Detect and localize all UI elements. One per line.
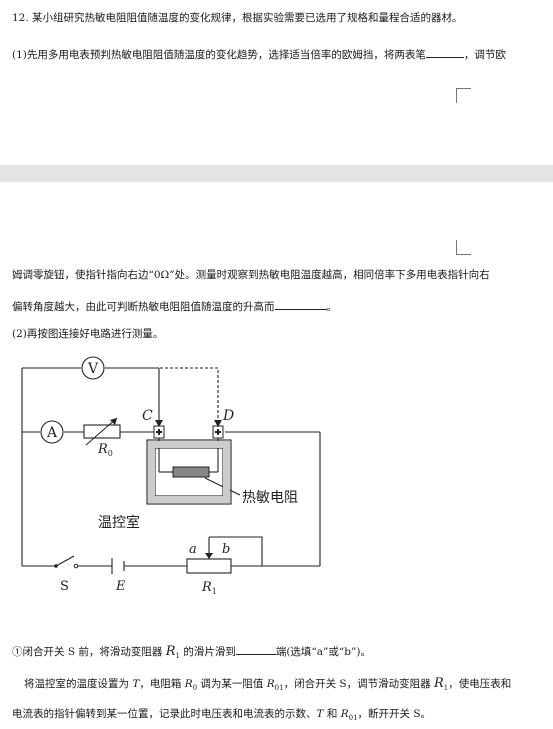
crop-mark-bottom: [456, 240, 471, 255]
voltmeter-label: V: [87, 361, 99, 377]
part1-text-b: ，调节欧: [463, 49, 506, 61]
step2-sub-r01: 01: [274, 684, 284, 693]
step3-line: 电流表的指针偏转到某一位置，记录此时电压表和电流表的示数、T 和 R01，断开开…: [12, 707, 431, 725]
step2-text-c: 调为某一阻值: [197, 678, 267, 690]
step1-sub: 1: [175, 652, 180, 661]
circuit-diagram: V A C D R0 热敏电阻 温控室 a b S E R1: [21, 356, 321, 596]
step2-text-a: 将温控室的温度设置为: [24, 678, 133, 690]
step1-var: R: [165, 644, 176, 659]
step3-text-b: 和: [323, 708, 341, 720]
terminal-d-label: D: [222, 408, 234, 424]
part1-text-c2-end: 。: [326, 301, 338, 313]
answer-blank-2[interactable]: [274, 298, 327, 310]
part2-line: (2)再按图连接好电路进行测量。: [12, 327, 163, 341]
part1-text-c1: 姆调零旋钮，使指针指向右边“0Ω”处。测量时观察到热敏电阻温度越高，相同倍率下多…: [12, 269, 490, 281]
step3-var-r: R: [340, 708, 349, 720]
rheostat-label: R1: [201, 580, 217, 596]
chamber-label: 温控室: [98, 514, 140, 531]
question-intro: 某小组研究热敏电阻阻值随温度的变化规律，根据实验需要已选用了规格和量程合适的器材…: [32, 12, 463, 24]
step1-text-c: 端(选填“a”或“b”)。: [275, 646, 371, 658]
step3-var-t: T: [316, 708, 324, 720]
question-number: 12.: [12, 12, 29, 24]
part2-text: (2)再按图连接好电路进行测量。: [12, 328, 164, 340]
step3-sub-r: 01: [348, 714, 358, 723]
answer-blank-3[interactable]: [235, 643, 276, 655]
voltmeter: [81, 356, 105, 380]
step2-sub-r0: 0: [192, 684, 198, 693]
step2-sub-r1: 1: [443, 684, 449, 693]
slider-b-label: b: [222, 542, 230, 557]
answer-blank-1[interactable]: [425, 46, 464, 58]
crop-mark-top: [456, 88, 471, 103]
part1-text-c2: 偏转角度越大，由此可判断热敏电阻阻值随温度的升高而: [12, 301, 275, 313]
part1-text-a: (1)先用多用电表预判热敏电阻阻值随温度的变化趋势，选择适当倍率的欧姆挡，将两表…: [12, 49, 426, 61]
page-separator: [0, 165, 553, 182]
step1-text-b: 的滑片滑到: [179, 646, 236, 658]
resistance-box-label: R0: [97, 442, 113, 458]
thermistor-label: 热敏电阻: [242, 490, 298, 506]
step3-text-a: 电流表的指针偏转到某一位置，记录此时电压表和电流表的示数、: [12, 708, 317, 720]
step3-text-c: ，断开开关 S。: [357, 708, 432, 720]
step2-line: 将温控室的温度设置为 T，电阻箱 R0 调为某一阻值 R01，闭合开关 S，调节…: [24, 677, 511, 695]
step2-text-b: ，电阻箱: [139, 678, 185, 690]
terminal-c-label: C: [142, 408, 153, 424]
step1-line: ①闭合开关 S 前，将滑动变阻器 R1 的滑片滑到 端(选填“a”或“b”)。: [12, 643, 371, 663]
step1-text-a: ①闭合开关 S 前，将滑动变阻器: [12, 646, 166, 658]
step2-var-r0: R: [184, 678, 193, 690]
slider-a-label: a: [189, 542, 197, 557]
step2-text-e: ，使电压表和: [448, 678, 512, 690]
switch-label: S: [60, 579, 69, 594]
question-intro-line: 12. 某小组研究热敏电阻阻值随温度的变化规律，根据实验需要已选用了规格和量程合…: [12, 11, 463, 25]
part1-line3: 偏转角度越大，由此可判断热敏电阻阻值随温度的升高而 。: [12, 298, 337, 314]
step2-var-r01: R: [266, 678, 275, 690]
step2-var-r1: R: [433, 676, 444, 691]
ammeter: [40, 420, 64, 444]
part1-line1: (1)先用多用电表预判热敏电阻阻值随温度的变化趋势，选择适当倍率的欧姆挡，将两表…: [12, 46, 506, 62]
ammeter-label: A: [46, 425, 58, 441]
step2-text-d: ，闭合开关 S，调节滑动变阻器: [283, 678, 434, 690]
battery-label: E: [115, 579, 126, 594]
step2-var-t: T: [132, 678, 140, 690]
part1-line2: 姆调零旋钮，使指针指向右边“0Ω”处。测量时观察到热敏电阻温度越高，相同倍率下多…: [12, 268, 490, 282]
